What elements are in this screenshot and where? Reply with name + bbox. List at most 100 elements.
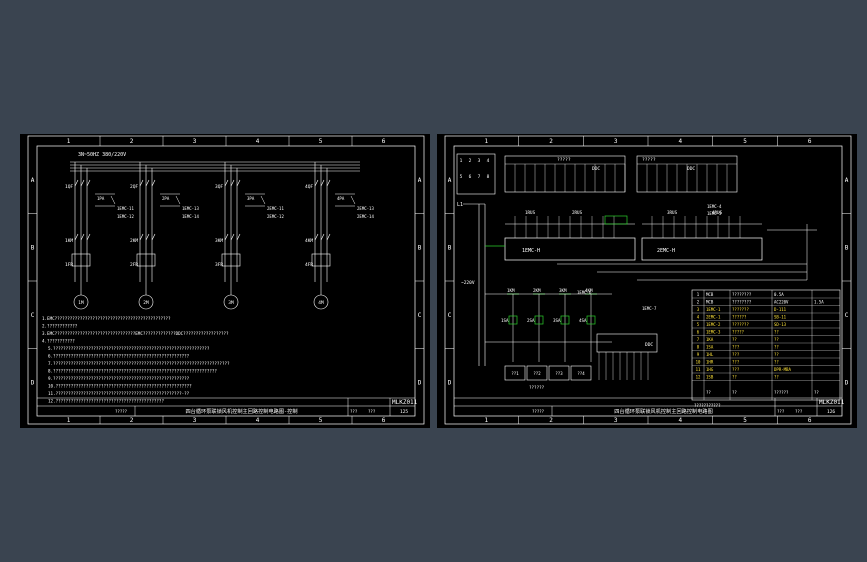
aux-label: 1EMC-12 [117,214,134,219]
rs-label: 3RUS [667,210,678,215]
contactor-contact [224,233,229,241]
relay-label: 1FR [65,262,73,268]
column-number: 2 [130,417,134,424]
column-number: 1 [485,138,489,145]
row-letter: B [418,244,422,251]
aux-label: 2EMC-12 [267,214,284,219]
title-field: ????? [532,409,545,414]
breaker-contact [230,179,235,187]
column-number: 2 [549,417,553,424]
sa-label: 3SA [553,318,561,323]
pump-indicator-label: ??3 [555,371,563,376]
legend-code: 1EMC-1 [706,307,721,312]
bus-label: L1 [457,202,463,208]
selector-switch [534,315,544,325]
legend-name: ?? [732,375,737,380]
pump-indicator-box [570,365,592,381]
row-letter: D [31,379,35,386]
note-line: 1.EMC???????????????????????????????????… [42,316,171,321]
note-line: 6.??????????????????????????????????????… [48,354,190,359]
io-table-cell: 7 [478,174,481,180]
legend-header: ?? [732,390,737,395]
title-field: ??? [350,409,358,414]
column-number: 3 [193,138,197,145]
aux-label: 2EMC-14 [357,214,374,219]
breaker-contact [151,179,156,187]
aux-label: 1EMC-11 [117,206,134,211]
row-letter: D [448,379,452,386]
legend-name: ??????? [732,322,749,327]
column-number: 1 [485,417,489,424]
controller-label: 1EMC-H [522,248,540,254]
rs-label: 1RUS [525,210,536,215]
legend-code: 1EMC-3 [706,330,721,335]
legend-code: 1KA [706,337,714,342]
km-label: 2KM [533,288,541,293]
legend-name: ??? [732,345,740,350]
row-letter: A [418,177,422,184]
pump-indicator-label: ??2 [533,371,541,376]
legend-qty: DPR-MBA [774,367,791,372]
selector-switch [508,315,518,325]
note-line: 8.??????????????????????????????????????… [48,369,217,374]
drawing-number: MLKZ011 [819,399,845,406]
legend-symbol: 11 [696,367,701,372]
legend-extra: 1.5A [814,300,824,305]
sheet-number: 126 [827,409,835,415]
contactor-contact [151,233,156,241]
title-field: ??? [795,409,803,414]
ddc-header: ????? [642,157,656,163]
selector-switch [560,315,570,325]
supply-label: 3N~50HZ 380/220V [78,152,126,158]
drawing-title: 四台循环泵联锁风机控制主回路控制电路图-控制 [185,407,297,415]
contactor-contact [80,233,85,241]
breaker-contact [236,179,241,187]
sheet-number: 125 [400,409,408,415]
ddc-header: ????? [557,157,571,163]
note-line: 4.??????????? [42,339,75,344]
legend-code: 1HL [706,352,714,357]
legend-name: ??? [732,360,740,365]
column-number: 3 [614,138,618,145]
legend-name: ??????? [732,307,749,312]
column-number: 6 [382,138,386,145]
highlight-terminal [604,215,628,225]
column-number: 1 [67,417,71,424]
breaker-contact [139,179,144,187]
contactor-contact [326,233,331,241]
legend-code: 1SA [706,345,714,350]
io-table [456,153,496,195]
pump-indicator-label: ??1 [511,371,519,376]
legend-qty: ?? [774,345,779,350]
pump-label: 4PA [337,196,345,201]
column-number: 3 [614,417,618,424]
legend-code: 1SB [706,375,714,380]
thermal-relay [221,253,241,267]
km-label: 4KM [585,288,593,293]
legend-code: MCB [706,292,714,297]
controller-label: 2EMC-H [657,248,675,254]
legend-code: MCB [706,300,714,305]
contactor-label: 3KM [215,238,223,244]
breaker-contact [74,179,79,187]
contactor-contact [139,233,144,241]
row-letter: C [31,312,35,319]
note-line: 2.???????????? [42,324,78,329]
title-field: ????? [115,409,128,414]
pump-label: 2PA [162,196,170,201]
legend-qty: SD-13 [774,322,787,327]
ddc-header: DDC [592,166,600,172]
column-number: 6 [808,138,812,145]
legend-symbol: 4 [697,315,700,320]
contactor-contact [145,233,150,241]
column-number: 3 [193,417,197,424]
ddc-header: DDC [687,166,695,172]
km-label: 3KM [559,288,567,293]
relay-label: 3FR [215,262,223,268]
contactor-contact [74,233,79,241]
breaker-contact [80,179,85,187]
